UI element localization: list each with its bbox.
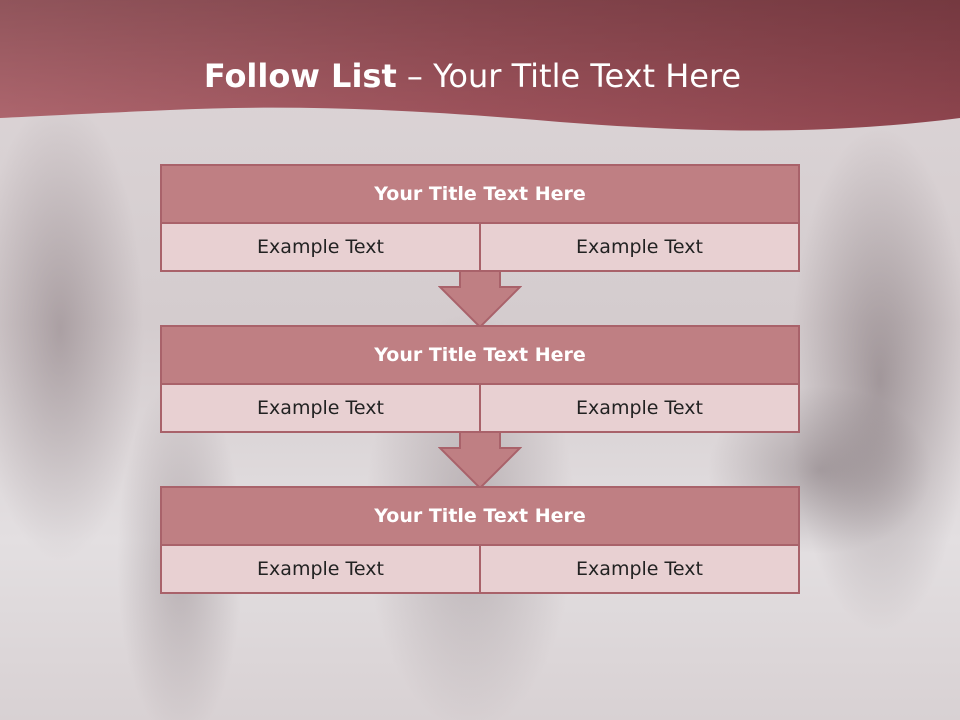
list-block: Your Title Text Here Example Text Exampl… [160, 486, 800, 594]
header-band [0, 0, 960, 131]
block-title: Your Title Text Here [162, 327, 798, 385]
block-row: Example Text Example Text [162, 224, 798, 270]
down-arrow-icon [438, 432, 522, 490]
block-row: Example Text Example Text [162, 385, 798, 431]
block-cell-right: Example Text [479, 385, 798, 431]
slide-title-bold: Follow List [203, 57, 397, 95]
block-row: Example Text Example Text [162, 546, 798, 592]
down-arrow-icon [438, 271, 522, 329]
block-title: Your Title Text Here [162, 166, 798, 224]
block-cell-left: Example Text [162, 224, 479, 270]
block-cell-right: Example Text [479, 546, 798, 592]
list-block: Your Title Text Here Example Text Exampl… [160, 325, 800, 433]
block-cell-left: Example Text [162, 546, 479, 592]
slide-title-rest: – Your Title Text Here [396, 57, 742, 95]
slide-title: Follow List – Your Title Text Here [0, 56, 945, 96]
block-cell-right: Example Text [479, 224, 798, 270]
block-title: Your Title Text Here [162, 488, 798, 546]
block-cell-left: Example Text [162, 385, 479, 431]
list-block: Your Title Text Here Example Text Exampl… [160, 164, 800, 272]
